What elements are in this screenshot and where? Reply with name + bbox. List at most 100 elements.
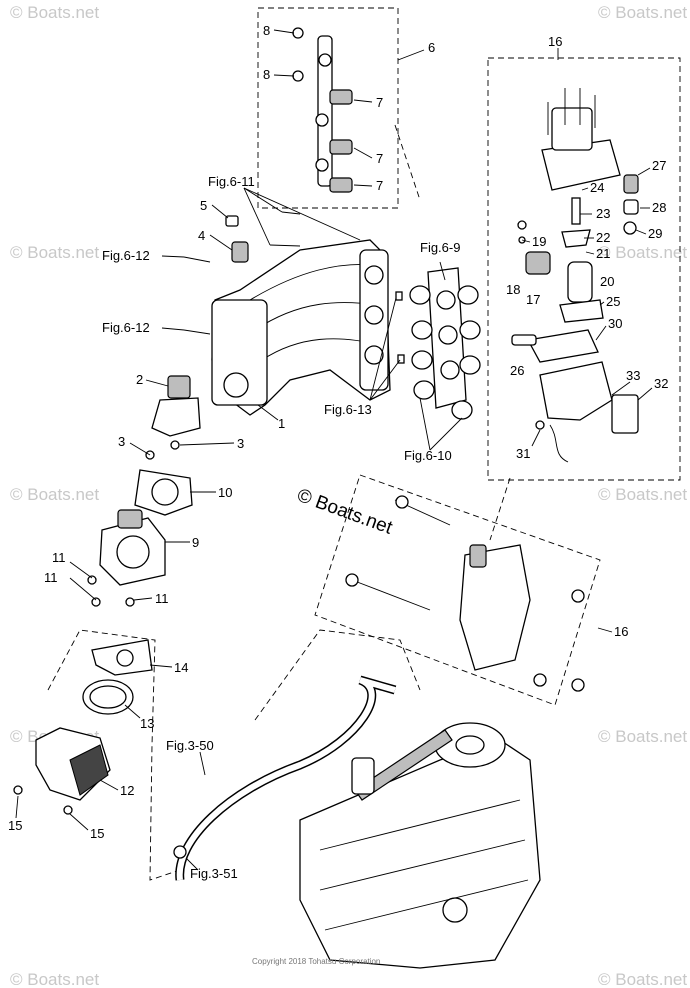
gasket-hole-2: [438, 325, 458, 345]
bowl-screw: [535, 420, 545, 430]
silencer-grille: [69, 744, 109, 796]
throttle-position-sensor: [117, 509, 143, 529]
callout-7c: 7: [376, 178, 383, 193]
callout-8b: 8: [263, 67, 270, 82]
leader-fig611c: [243, 187, 361, 241]
air-intake-assembly: [13, 639, 153, 815]
injector-2: [329, 139, 353, 155]
separator-top-fitting: [469, 544, 487, 568]
pressure-sensor: [231, 241, 249, 263]
leader-29: [635, 229, 647, 235]
silencer-screw-1: [13, 785, 23, 795]
leader-13: [124, 704, 141, 719]
throttle-bolt-1: [87, 575, 97, 585]
stud-1: [183, 256, 211, 263]
callout-16a: 16: [548, 34, 562, 49]
throttle-bolt-3: [125, 597, 135, 607]
float-needle: [571, 197, 581, 225]
o-ring-3: [411, 350, 433, 370]
callout-6: 6: [428, 40, 435, 55]
callout-22: 22: [596, 230, 610, 245]
watermark-footer-left: © Boats.net: [10, 970, 99, 988]
callout-30: 30: [608, 316, 622, 331]
callout-3a: 3: [118, 434, 125, 449]
watermark-top-left: © Boats.net: [10, 3, 99, 22]
leader-31: [531, 429, 541, 447]
pressure-regulator: [623, 174, 639, 194]
callout-7a: 7: [376, 95, 383, 110]
drain-hose: [549, 424, 569, 463]
rail-fitting-3: [315, 158, 329, 172]
leader-25: [599, 301, 605, 306]
intake-manifold-assembly: [183, 211, 391, 416]
leader-fig350: [199, 751, 206, 776]
separator-cover-neck: [551, 107, 593, 151]
fig-ref-6-9: Fig.6-9: [420, 240, 460, 255]
callout-9: 9: [192, 535, 199, 550]
timing-belt: [354, 729, 453, 801]
leader-fig351: [185, 857, 199, 871]
callout-11b: 11: [44, 570, 58, 585]
callout-8a: 8: [263, 23, 270, 38]
intake-plate-hole: [116, 649, 134, 667]
gasket-hole-1: [436, 290, 456, 310]
callout-17: 17: [526, 292, 540, 307]
watermark-mid-left: © Boats.net: [10, 243, 99, 262]
callout-13: 13: [140, 716, 154, 731]
leader-19: [521, 239, 531, 243]
fig-ref-3-51: Fig.3-51: [190, 866, 238, 881]
o-ring-8: [457, 285, 479, 305]
float-chamber-bracket: [611, 394, 639, 434]
leader-32: [637, 387, 653, 401]
callout-15a: 15: [8, 818, 22, 833]
leader-8a: [273, 29, 295, 34]
injector-3: [329, 177, 353, 193]
leader-11b: [69, 577, 97, 601]
leader-2: [145, 379, 169, 387]
leader-1: [257, 404, 279, 421]
leader-4: [209, 234, 233, 251]
callout-26: 26: [510, 363, 524, 378]
grommet-1: [395, 495, 409, 509]
idle-air-valve-body: [151, 397, 201, 437]
fuel-rail-group-box: [257, 7, 399, 209]
fig-ref-6-13: Fig.6-13: [324, 402, 372, 417]
fuel-pump: [567, 261, 593, 303]
callout-15b: 15: [90, 826, 104, 841]
callout-18: 18: [506, 282, 520, 297]
callout-20: 20: [600, 274, 614, 289]
leader-21: [585, 251, 595, 255]
callout-1: 1: [278, 416, 285, 431]
callout-5: 5: [200, 198, 207, 213]
stud-3: [281, 211, 301, 215]
watermark-mid-right: © Boats.net: [598, 243, 687, 262]
callout-27: 27: [652, 158, 666, 173]
pump-gasket: [559, 299, 604, 323]
pump-filter: [525, 251, 551, 275]
gasket-hole-3: [440, 360, 460, 380]
manifold-gaskets: [395, 267, 481, 420]
rail-fitting-1: [318, 53, 332, 67]
callout-24: 24: [590, 180, 604, 195]
callout-29: 29: [648, 226, 662, 241]
silencer-screw-2: [63, 805, 73, 815]
callout-3b: 3: [237, 436, 244, 451]
timing-pulley-hub: [455, 735, 485, 755]
hose-clip: [173, 845, 187, 859]
small-screw: [517, 220, 527, 230]
callout-12: 12: [120, 783, 134, 798]
callout-25: 25: [606, 294, 620, 309]
fig-ref-6-11: Fig.6-11: [208, 174, 255, 189]
idle-air-valve-assembly: [145, 375, 201, 460]
valve-screw-2: [170, 440, 180, 450]
manifold-port-1: [364, 265, 384, 285]
callout-11c: 11: [155, 591, 169, 606]
leader-dash-1: [394, 124, 421, 201]
leader-15a: [15, 795, 19, 819]
regulator-o-ring: [623, 221, 637, 235]
regulator-cap: [623, 199, 639, 215]
float: [561, 229, 591, 248]
leader-24: [581, 187, 589, 191]
leader-fig610b: [429, 417, 463, 451]
